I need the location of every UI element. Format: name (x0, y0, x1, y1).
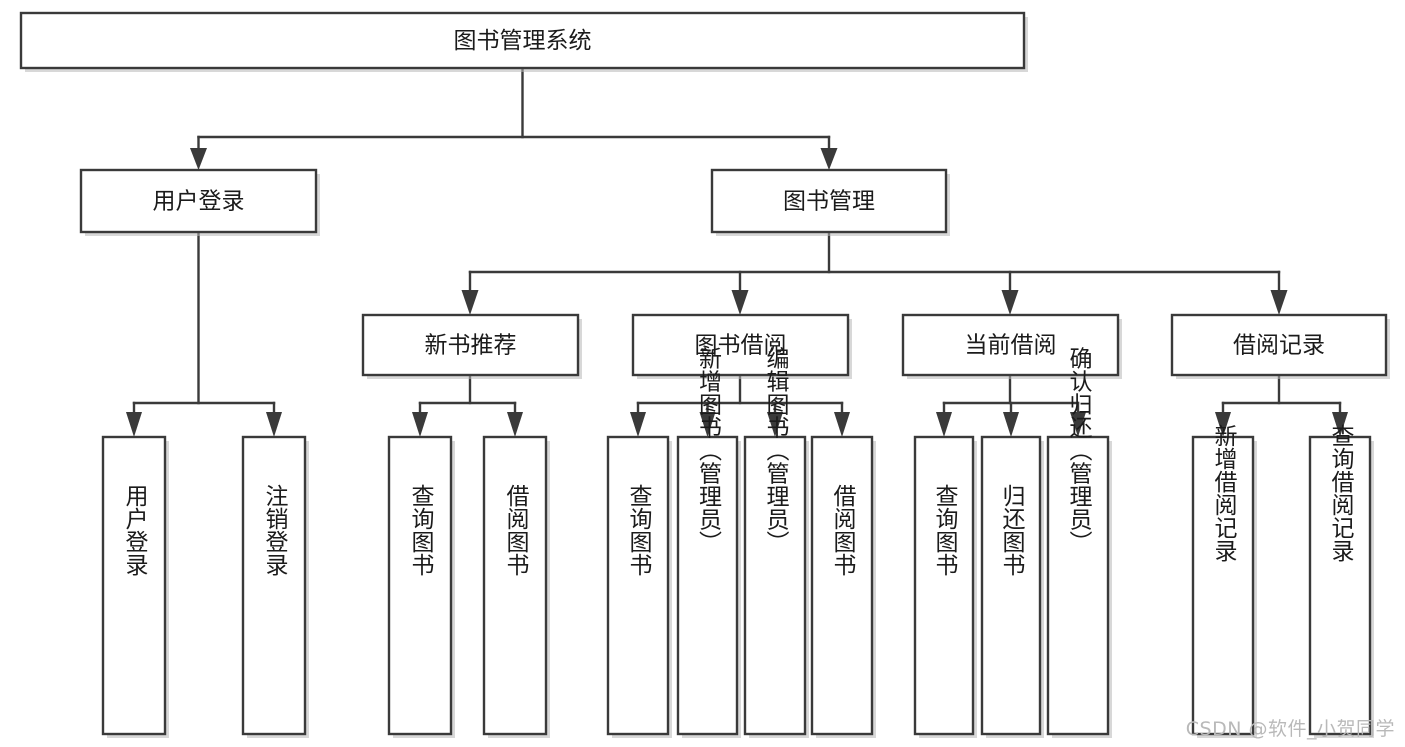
arrow-head-leaf-addrecord (1215, 412, 1231, 437)
leaf-query-book-3-label: 查询图书 (931, 484, 959, 576)
leaf-borrow-book-1-box[interactable] (482, 435, 548, 736)
leaf-node-user-login[interactable]: 用户登录 (101, 435, 169, 738)
leaf-node-borrow-book-2[interactable]: 借阅图书 (810, 435, 876, 738)
leaf-borrow-book-1-label: 借阅图书 (502, 484, 530, 576)
node-new-book-recommend[interactable]: 新书推荐 (361, 313, 582, 379)
arrow-head-userlogin (190, 148, 207, 170)
node-book-borrow-box[interactable] (631, 313, 850, 377)
leaf-return-book-box[interactable] (980, 435, 1042, 736)
leaf-query-record-label: 查询借阅记录 (1327, 424, 1355, 562)
leaf-user-login-label: 用户登录 (121, 484, 149, 576)
node-current-borrow-label: 当前借阅 (965, 333, 1057, 359)
leaf-node-logout[interactable]: 注销登录 (241, 435, 309, 738)
arrow-head-newbook (461, 290, 479, 315)
arrow-head-leaf-borrow2 (834, 412, 850, 437)
leaf-add-record-label: 新增借阅记录 (1210, 424, 1238, 562)
arrow-head-borrowbook (731, 290, 749, 315)
arrow-head-leaf-borrow1 (507, 412, 523, 437)
leaf-logout-box[interactable] (241, 435, 307, 736)
leaf-node-query-book-3[interactable]: 查询图书 (913, 435, 977, 738)
node-current-borrow-box[interactable] (901, 313, 1120, 377)
arrow-head-leaf-logout (266, 412, 282, 437)
leaf-query-book-2-box[interactable] (606, 435, 670, 736)
arrow-head-currentborrow (1001, 290, 1019, 315)
leaf-add-record-box[interactable] (1191, 435, 1255, 736)
node-borrow-record-label: 借阅记录 (1233, 333, 1325, 359)
connector-group (126, 66, 1348, 437)
leaf-node-confirm-return-admin[interactable]: 确认归还（管理员） (1046, 347, 1112, 739)
leaf-edit-book-box[interactable] (743, 435, 807, 736)
leaf-node-return-book[interactable]: 归还图书 (980, 435, 1044, 738)
leaf-edit-book-label: 编辑图书（管理员） (762, 347, 790, 554)
leaf-node-query-book-1[interactable]: 查询图书 (387, 435, 455, 738)
leaf-node-add-borrow-record[interactable]: 新增借阅记录 (1191, 424, 1257, 738)
leaf-borrow-book-2-box[interactable] (810, 435, 874, 736)
node-user-login[interactable]: 用户登录 (79, 168, 320, 236)
leaf-query-book-1-label: 查询图书 (407, 484, 435, 576)
leaf-node-add-book-admin[interactable]: 新增图书（管理员） (676, 347, 741, 739)
node-new-book-recommend-box[interactable] (361, 313, 580, 377)
arrow-head-leaf-confirmreturn (1070, 412, 1086, 437)
node-borrow-record[interactable]: 借阅记录 (1170, 313, 1390, 379)
node-root-label: 图书管理系统 (454, 28, 592, 54)
leaf-confirm-return-label: 确认归还（管理员） (1065, 347, 1093, 554)
node-book-borrow-label: 图书借阅 (695, 333, 787, 359)
leaf-node-edit-book-admin[interactable]: 编辑图书（管理员） (743, 347, 809, 739)
node-user-login-box[interactable] (79, 168, 318, 234)
leaf-node-borrow-book-1[interactable]: 借阅图书 (482, 435, 550, 738)
arrow-head-leaf-query2 (630, 412, 646, 437)
leaf-add-book-box[interactable] (676, 435, 739, 736)
node-borrow-record-box[interactable] (1170, 313, 1388, 377)
leaf-borrow-book-2-label: 借阅图书 (829, 484, 857, 576)
node-new-book-recommend-label: 新书推荐 (425, 333, 517, 359)
leaf-add-book-label: 新增图书（管理员） (695, 347, 723, 554)
leaf-user-login-box[interactable] (101, 435, 167, 736)
arrow-head-bookmgmt (820, 148, 838, 170)
node-book-management-label: 图书管理 (783, 189, 875, 215)
arrow-head-leaf-userlogin (126, 412, 142, 437)
arrow-head-leaf-return (1003, 412, 1019, 437)
arrow-head-leaf-query3 (936, 412, 952, 437)
leaf-node-query-borrow-record[interactable]: 查询借阅记录 (1308, 424, 1374, 738)
node-root-box[interactable] (19, 11, 1026, 70)
leaf-return-book-label: 归还图书 (998, 484, 1026, 576)
leaf-query-record-box[interactable] (1308, 435, 1372, 736)
leaf-query-book-3-box[interactable] (913, 435, 975, 736)
node-root[interactable]: 图书管理系统 (19, 11, 1028, 72)
arrow-head-leaf-addbook (699, 412, 716, 437)
arrow-head-leaf-query1 (412, 412, 428, 437)
leaf-query-book-2-label: 查询图书 (625, 484, 653, 576)
node-user-login-label: 用户登录 (153, 189, 245, 215)
arrow-head-leaf-editbook (767, 412, 783, 437)
leaf-confirm-return-box[interactable] (1046, 435, 1110, 736)
node-current-borrow[interactable]: 当前借阅 (901, 313, 1122, 379)
arrow-head-borrowrecord (1270, 290, 1288, 315)
node-book-management[interactable]: 图书管理 (710, 168, 950, 236)
leaf-node-query-book-2[interactable]: 查询图书 (606, 435, 672, 738)
leaf-logout-label: 注销登录 (261, 484, 289, 576)
node-book-borrow[interactable]: 图书借阅 (631, 313, 852, 379)
leaf-query-book-1-box[interactable] (387, 435, 453, 736)
node-book-management-box[interactable] (710, 168, 948, 234)
arrow-head-leaf-queryrecord (1332, 412, 1348, 437)
